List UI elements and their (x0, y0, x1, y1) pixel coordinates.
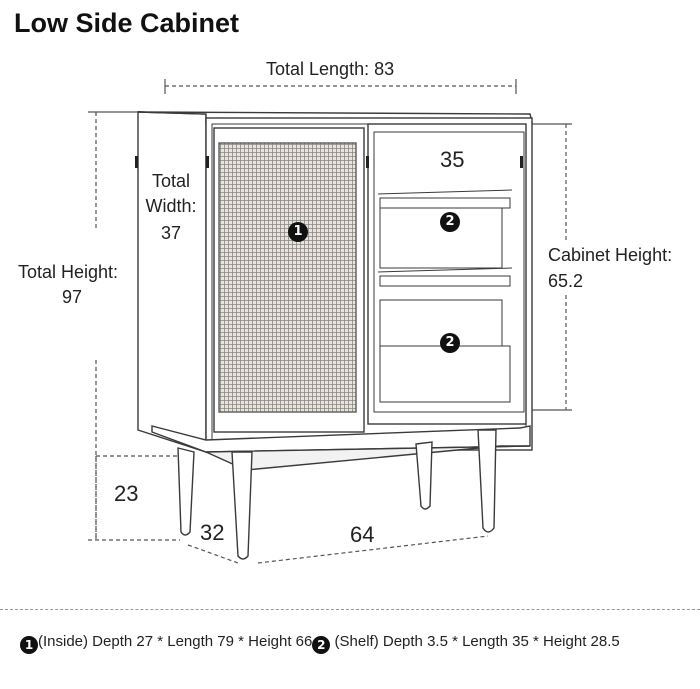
total-width-value: 37 (160, 223, 182, 243)
marker-inside: 1 (288, 222, 308, 242)
side-panel (137, 111, 207, 453)
leg-depth-line (187, 544, 239, 564)
marker-shelf-upper: 2 (440, 212, 460, 232)
total-width-label-line1: Total (151, 171, 191, 191)
leg-front-left (231, 451, 253, 560)
footer-badge-2: 2 (312, 636, 331, 654)
page-title: Low Side Cabinet (14, 8, 240, 38)
leg-back-left (177, 447, 195, 536)
cabinet-drawing (88, 79, 572, 564)
footer-badge-1: 1 (20, 636, 38, 654)
total-height-label: Total Height: (18, 262, 119, 282)
footer-item2-text: (Shelf) Depth 3.5 * Length 35 * Height 2… (330, 633, 620, 650)
marker-shelf-lower: 2 (440, 333, 460, 353)
total-width-label-line2: Width: (145, 196, 197, 216)
total-height-value: 97 (62, 287, 83, 307)
cabinet-height-label: Cabinet Height: (548, 245, 673, 265)
cabinet-height-value: 65.2 (548, 271, 584, 291)
cabinet-body (135, 111, 533, 560)
rattan-panel (218, 142, 357, 413)
divider (0, 609, 700, 610)
leg-span-value: 64 (350, 522, 375, 547)
leg-span-line (257, 535, 489, 564)
handle-right (520, 156, 523, 168)
leg-height-value: 23 (114, 481, 139, 506)
leg-depth-value: 32 (200, 520, 225, 545)
drawer-width-value: 35 (440, 147, 465, 172)
footer-specs: 1(Inside) Depth 27 * Length 79 * Height … (20, 633, 690, 654)
leg-front-right (477, 429, 497, 533)
leg-back-right (415, 441, 433, 510)
total-length-label: Total Length: 83 (266, 59, 395, 79)
footer-item1-text: (Inside) Depth 27 * Length 79 * Height 6… (38, 633, 313, 650)
handle-left (206, 156, 209, 168)
